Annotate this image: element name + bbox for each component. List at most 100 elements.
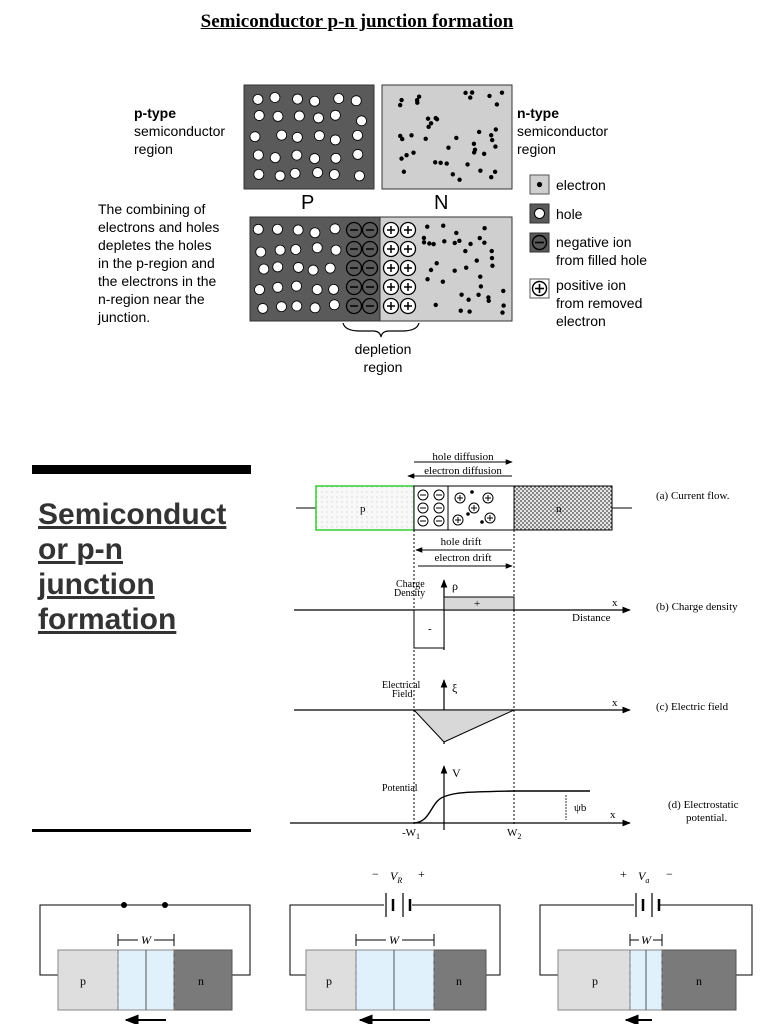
n-region-electrons [397,90,505,182]
electron-dot-icon [501,288,506,294]
junction-n-side [379,216,513,322]
middle-n-region [513,485,613,531]
electron-dot-icon [421,240,427,245]
hole-icon [252,149,264,161]
electron-dot-icon [425,116,431,121]
hole-icon [324,262,336,274]
electron-dot-icon [428,267,434,273]
bottom-diagram-reverse-bias: − VR + W p n [289,867,501,1024]
hole-icon [330,109,341,121]
hole-icon [333,93,345,104]
big-p-label: P [301,192,315,214]
bottom-diagram-equilibrium: W p n [39,902,251,1024]
electron-drift-label: electron drift [434,552,491,564]
hole-icon [328,283,340,295]
hole-drift-label: hole drift [441,536,482,548]
electron-dot-icon [474,258,479,263]
hole-icon [313,130,325,142]
hole-icon [274,244,286,256]
hole-icon [255,246,267,258]
hole-icon [309,95,321,107]
electron-dot-icon [493,144,498,149]
hole-icon [274,170,286,182]
middle-ions [417,489,496,527]
hole-icon [293,110,305,122]
middle-p-label: p [360,503,366,515]
hole-icon [291,280,302,292]
svg-text:W: W [641,933,652,947]
w1-label: -W1 [402,827,420,841]
hole-icon [276,301,287,313]
hole-icon [354,170,365,182]
caption-electric-field: (c) Electric field [656,701,729,713]
charge-density-label-2: Density [394,588,425,599]
electron-dot-icon [401,169,407,174]
electron-dot-icon [441,223,446,228]
legend-electron-label: electron [556,177,606,193]
hole-icon [330,152,342,164]
hole-icon [309,227,321,239]
electron-dot-icon [452,240,457,246]
potential-label: Potential [382,783,418,794]
hole-icon [329,223,341,235]
hole-icon [257,303,269,314]
electron-dot-icon [457,177,462,182]
hole-icon [309,302,321,314]
electron-dot-icon [477,235,482,241]
caption-electrostatic: (d) Electrostatic [668,799,739,811]
electron-dot-icon [459,292,464,297]
side-title: Semiconduct or p-n junction formation [38,498,227,636]
hole-icon [254,284,265,296]
electron-dot-icon [489,137,495,143]
electron-dot-icon [487,93,492,99]
electron-dot-icon [470,490,474,494]
bottom-3-n-label: n [696,974,702,988]
hole-icon [290,244,302,255]
electron-dot-icon [423,136,428,141]
electron-dot-icon [397,102,403,108]
hole-icon [329,134,341,146]
electron-dot-icon [425,224,430,229]
electron-diffusion-label: electron diffusion [424,465,502,477]
hole-icon [330,244,342,256]
electron-dot-icon [409,133,414,138]
electron-dot-icon [490,263,495,268]
electron-dot-icon [466,512,470,516]
electron-dot-icon [458,308,463,313]
svg-text:−: − [666,867,673,881]
electron-dot-icon [489,255,495,261]
negative-charge-block [413,609,445,649]
hole-icon [252,93,264,105]
caption-charge-density: (b) Charge density [656,601,738,613]
legend-positive-ion-label: positive ion from removed electron [556,277,643,329]
bottom-2-p-label: p [326,974,332,988]
electron-dot-icon [488,133,494,138]
hole-icon [313,112,324,124]
va-label: Va [638,869,649,885]
electron-dot-icon [476,292,481,298]
electron-dot-icon [493,127,499,132]
electrical-field-label-2: Field [392,689,413,700]
junction-electrons [421,223,506,315]
electron-dot-icon [500,310,505,315]
middle-n-label: n [556,503,562,515]
n-type-label: n-type semiconductor region [517,105,609,157]
legend-hole-label: hole [556,206,583,222]
middle-p-region [315,485,415,531]
electron-dot-icon [489,174,494,180]
electron-dot-icon [454,135,459,141]
page-title: Semiconductor p-n junction formation [200,11,514,32]
hole-icon [292,224,304,236]
charge-plus-sign: + [474,598,480,610]
top-divider-bar [32,465,251,474]
electron-dot-icon [452,268,457,273]
depletion-brace [342,322,420,338]
electron-dot-icon [478,168,483,173]
hole-icon [272,111,284,122]
electron-dot-icon [486,295,491,300]
negative-ions [345,221,379,315]
depletion-region-label: depletion region [354,341,412,375]
electron-dot-icon [465,162,470,167]
electron-dot-icon [486,298,491,303]
